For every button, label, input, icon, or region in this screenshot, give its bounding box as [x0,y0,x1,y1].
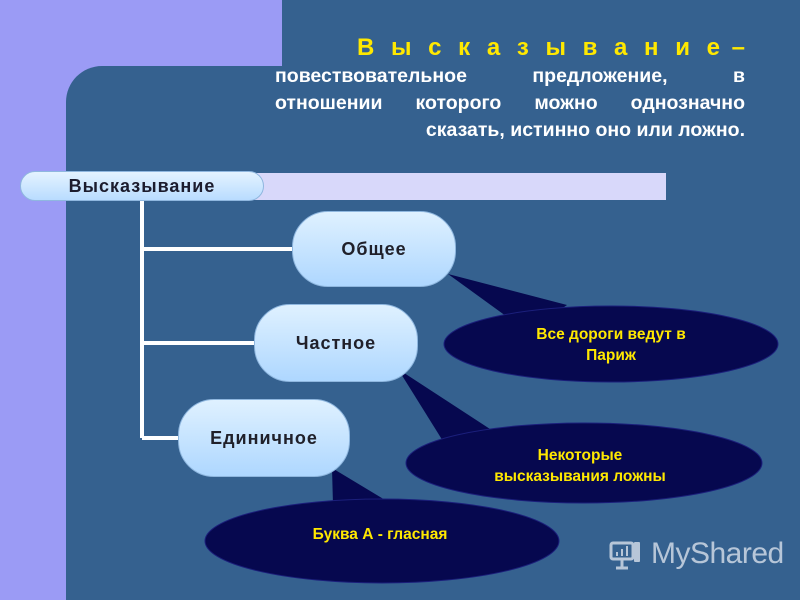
callout-general-line-1: Все дороги ведут в [536,326,686,343]
definition-line-2: отношении которого можно однозначно [275,92,745,114]
top-blue-background [282,0,800,70]
definition-line-1: повествовательное предложение, в [275,65,745,87]
watermark-text: MyShared [651,537,784,570]
definition-dash: – [724,34,745,61]
callout-particular-line-1: Некоторые [537,447,623,464]
definition-term: В ы с к а з ы в а н и е [356,34,725,61]
myshared-watermark: MyShared [606,532,786,576]
callout-singular-text: Буква А - гласная [220,524,540,545]
callout-general-line-2: Париж [586,347,636,364]
callout-general-text: Все дороги ведут в Париж [460,324,762,366]
presentation-icon [609,541,640,570]
definition-text: В ы с к а з ы в а н и е – повествователь… [275,34,745,144]
callout-particular-text: Некоторые высказывания ложны [420,445,740,487]
root-node-vyskazyvanie: Высказывание [20,171,264,201]
node-edinichnoe: Единичное [178,399,350,477]
callout-singular-line-1: Буква А - гласная [312,526,448,543]
node-chastnoe: Частное [254,304,418,382]
definition-line-3: сказать, истинно оно или ложно. [425,119,745,141]
definition-title-line: В ы с к а з ы в а н и е – [275,34,745,63]
callout-particular-line-2: высказывания ложны [494,468,666,485]
node-obshchee: Общее [292,211,456,287]
